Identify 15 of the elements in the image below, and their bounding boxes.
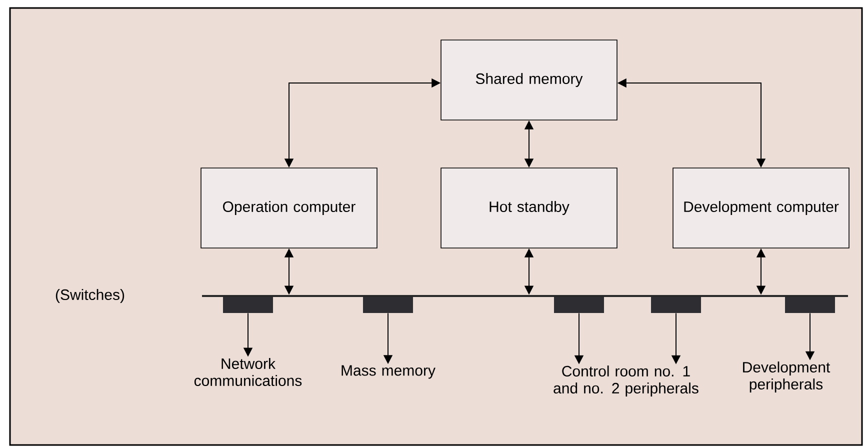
switch-block bbox=[554, 297, 604, 313]
device-label: Mass memory bbox=[342, 365, 436, 379]
process-box: Operation computer bbox=[200, 168, 378, 248]
device-label: Development peripherals bbox=[743, 362, 830, 392]
bus-line bbox=[202, 295, 848, 297]
switches-label: (Switches) bbox=[56, 289, 124, 303]
switch-block bbox=[223, 297, 273, 313]
device-label: Control room no. 1 and no. 2 peripherals bbox=[554, 366, 698, 396]
switch-block bbox=[651, 297, 701, 313]
switch-block bbox=[785, 297, 835, 313]
process-box: Development computer bbox=[672, 168, 850, 248]
process-box: Hot standby bbox=[440, 168, 618, 248]
device-label: Network communications bbox=[194, 358, 302, 386]
process-box: Shared memory bbox=[440, 40, 618, 120]
switch-block bbox=[363, 297, 413, 313]
